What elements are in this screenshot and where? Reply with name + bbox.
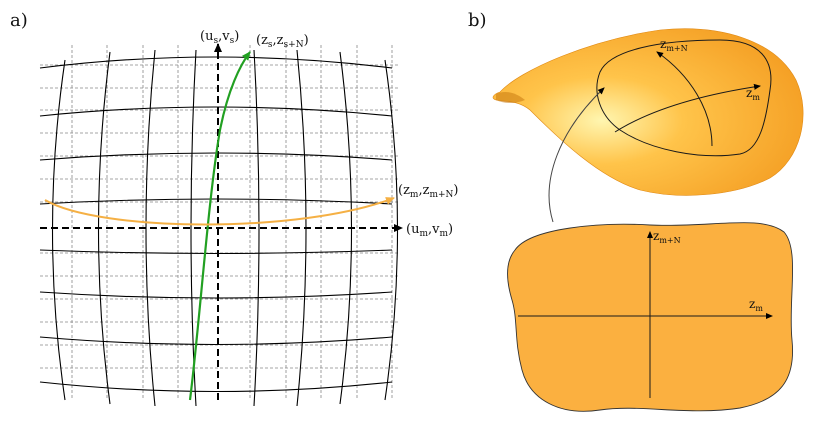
panel-label-b: b) (468, 10, 487, 31)
plane-label-zm: zm (749, 297, 763, 313)
surface-curve-zm (614, 83, 761, 133)
surface-patch (596, 39, 772, 157)
mapping-arrow (548, 87, 605, 223)
curved-surface (492, 28, 804, 196)
label-um-vm: (um,vm) (406, 222, 453, 239)
label-zm-zmN: (zm,zm+N) (398, 183, 458, 200)
panel-b: zm zm+N zm+N zm (492, 28, 804, 412)
green-curve-zs (188, 51, 251, 401)
plane-label-zmN: zm+N (653, 229, 681, 245)
surface-curve-zmN (656, 51, 713, 147)
panel-label-a: a) (10, 10, 28, 31)
orange-curve-zm (44, 197, 395, 226)
label-zs-zsN: (zs,zs+N) (256, 33, 309, 50)
surface-curl (496, 92, 525, 103)
surface-label-zmN: zm+N (660, 37, 688, 53)
curved-grid-vertical (51, 49, 399, 407)
label-us-vs: (us,vs) (200, 29, 239, 46)
surface-label-zm: zm (746, 86, 760, 102)
panel-a-grid: (us,vs) (zs,zs+N) (zm,zm+N) (um,vm) (39, 29, 458, 407)
dashed-grid-vertical (71, 45, 393, 400)
